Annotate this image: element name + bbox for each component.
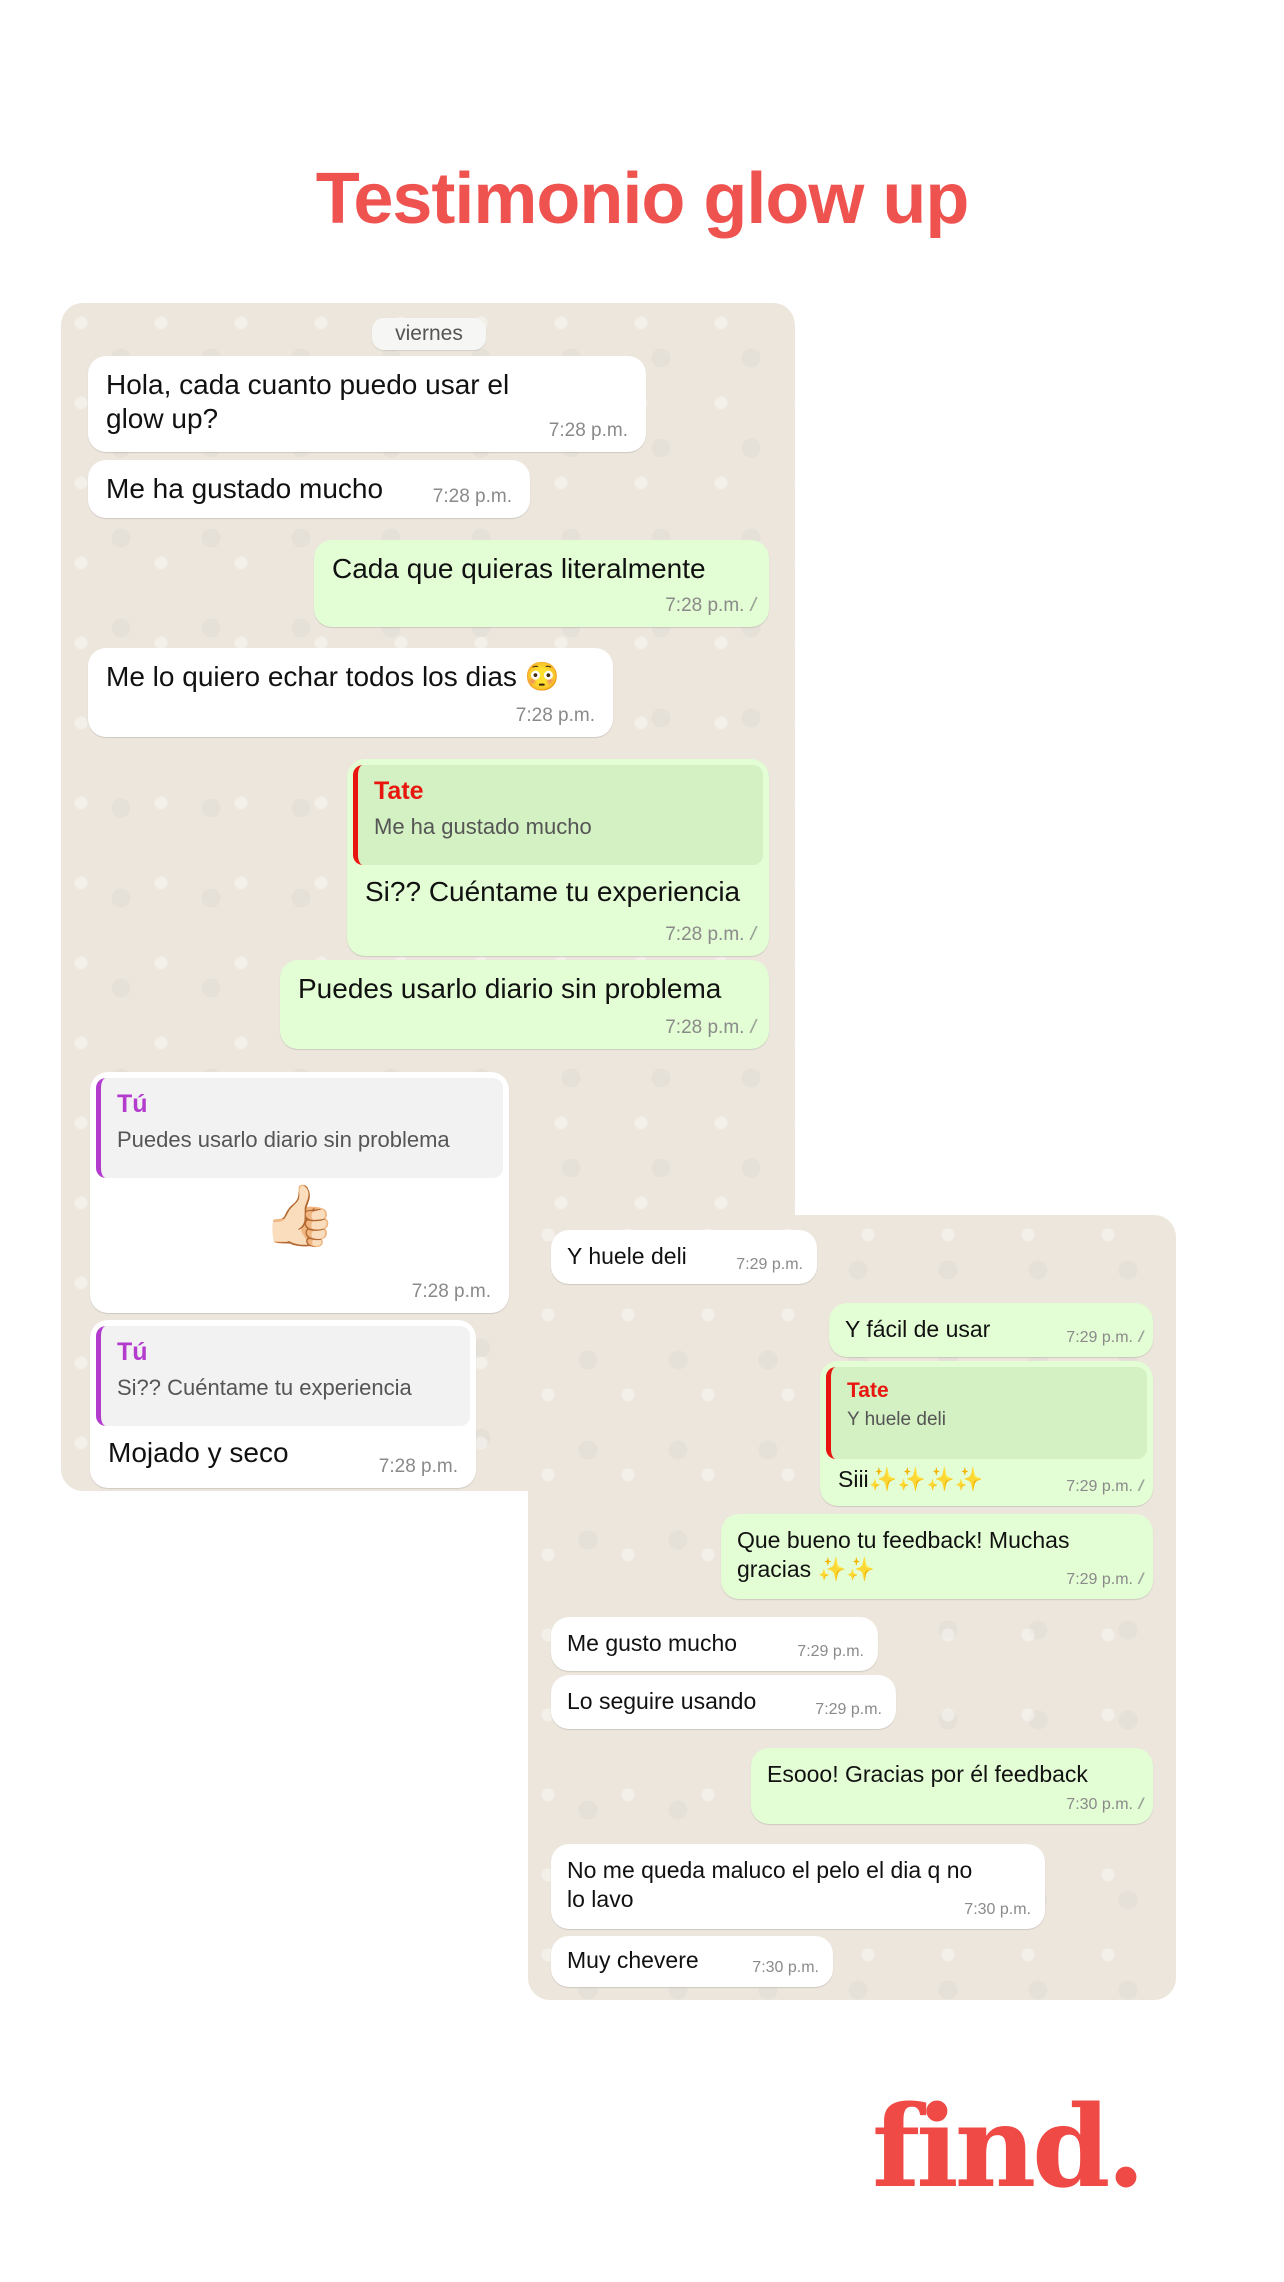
find-logo: find. xyxy=(872,2082,1145,2213)
message-text: No me queda maluco el pelo el dia q no l… xyxy=(567,1857,973,1912)
message-text: Si?? Cuéntame tu experiencia xyxy=(365,876,741,907)
message-time: 7:30 p.m. xyxy=(1066,1796,1133,1813)
double-check-icon: // xyxy=(750,595,753,616)
quote-author: Tate xyxy=(374,777,424,805)
quote-text: Puedes usarlo diario sin problema xyxy=(117,1127,450,1152)
message-text: Esooo! Gracias por él feedback xyxy=(767,1761,1088,1787)
message-outgoing[interactable]: Que bueno tu feedback! Muchas gracias ✨✨… xyxy=(721,1514,1153,1599)
message-time-wrap: 7:28 p.m.// xyxy=(665,924,754,946)
message-incoming[interactable]: Me gusto mucho 7:29 p.m. xyxy=(551,1617,878,1671)
message-time: 7:28 p.m. xyxy=(548,420,628,441)
message-incoming[interactable]: Me ha gustado mucho 7:28 p.m. xyxy=(88,460,530,518)
quoted-message[interactable]: Tate Y huele deli xyxy=(826,1367,1147,1459)
message-time-wrap: 7:28 p.m.// xyxy=(665,595,754,617)
message-time: 7:28 p.m. xyxy=(665,1017,745,1038)
quoted-message[interactable]: Tú Si?? Cuéntame tu experiencia xyxy=(96,1326,470,1426)
double-check-icon: // xyxy=(750,1017,753,1038)
message-time-wrap: 7:29 p.m.// xyxy=(1066,1478,1144,1496)
message-text: Me ha gustado mucho xyxy=(106,473,384,504)
message-text: Lo seguire usando xyxy=(567,1688,757,1714)
quoted-message[interactable]: Tú Puedes usarlo diario sin problema xyxy=(96,1078,503,1178)
message-time-wrap: 7:29 p.m.// xyxy=(1066,1329,1144,1347)
quote-author: Tate xyxy=(847,1379,889,1402)
message-outgoing[interactable]: Esooo! Gracias por él feedback 7:30 p.m.… xyxy=(751,1748,1153,1824)
quoted-message[interactable]: Tate Me ha gustado mucho xyxy=(353,765,763,865)
message-time: 7:30 p.m. xyxy=(752,1959,819,1976)
message-time: 7:28 p.m. xyxy=(515,705,595,726)
thumbs-up-icon: 👍🏻 xyxy=(262,1182,337,1249)
message-text: Hola, cada cuanto puedo usar el glow up? xyxy=(106,369,510,434)
message-time: 7:29 p.m. xyxy=(1066,1478,1133,1495)
message-time: 7:28 p.m. xyxy=(411,1281,491,1302)
message-outgoing-reply[interactable]: Tate Me ha gustado mucho Si?? Cuéntame t… xyxy=(347,759,769,956)
quote-text: Me ha gustado mucho xyxy=(374,814,592,839)
message-incoming[interactable]: Muy chevere 7:30 p.m. xyxy=(551,1936,833,1987)
message-outgoing-reply[interactable]: Tate Y huele deli Siii✨✨✨✨ 7:29 p.m.// xyxy=(820,1361,1153,1506)
message-time: 7:28 p.m. xyxy=(665,595,745,616)
quote-author: Tú xyxy=(117,1090,148,1118)
message-time: 7:30 p.m. xyxy=(964,1901,1031,1918)
message-outgoing[interactable]: Cada que quieras literalmente 7:28 p.m./… xyxy=(314,540,769,627)
message-time: 7:29 p.m. xyxy=(797,1643,864,1660)
message-text: Y fácil de usar xyxy=(845,1316,991,1342)
page-title: Testimonio glow up xyxy=(315,159,970,239)
message-text: Que bueno tu feedback! Muchas gracias ✨✨ xyxy=(737,1527,1070,1582)
message-text: Puedes usarlo diario sin problema xyxy=(298,973,722,1004)
message-text: Me lo quiero echar todos los dias 😳 xyxy=(106,661,560,692)
message-time: 7:29 p.m. xyxy=(1066,1329,1133,1346)
message-incoming[interactable]: No me queda maluco el pelo el dia q no l… xyxy=(551,1844,1045,1929)
message-time: 7:28 p.m. xyxy=(378,1456,458,1477)
date-separator: viernes xyxy=(372,318,486,350)
message-text: Mojado y seco xyxy=(108,1437,289,1468)
message-text: Siii✨✨✨✨ xyxy=(838,1466,984,1492)
message-time-wrap: 7:29 p.m.// xyxy=(1066,1571,1144,1589)
message-time: 7:29 p.m. xyxy=(1066,1571,1133,1588)
message-incoming[interactable]: Hola, cada cuanto puedo usar el glow up?… xyxy=(88,356,646,452)
message-incoming[interactable]: Me lo quiero echar todos los dias 😳 7:28… xyxy=(88,648,613,737)
message-incoming-reply[interactable]: Tú Puedes usarlo diario sin problema 👍🏻 … xyxy=(90,1072,509,1313)
message-outgoing[interactable]: Y fácil de usar 7:29 p.m.// xyxy=(829,1303,1153,1357)
quote-text: Y huele deli xyxy=(847,1409,946,1430)
message-incoming[interactable]: Y huele deli 7:29 p.m. xyxy=(551,1230,817,1284)
message-incoming-reply[interactable]: Tú Si?? Cuéntame tu experiencia Mojado y… xyxy=(90,1320,476,1488)
message-time-wrap: 7:30 p.m.// xyxy=(1066,1796,1144,1814)
message-text: Me gusto mucho xyxy=(567,1630,738,1656)
message-text: Y huele deli xyxy=(567,1243,687,1269)
message-outgoing[interactable]: Puedes usarlo diario sin problema 7:28 p… xyxy=(280,960,769,1049)
message-time: 7:28 p.m. xyxy=(665,924,745,945)
quote-text: Si?? Cuéntame tu experiencia xyxy=(117,1375,412,1400)
message-time: 7:29 p.m. xyxy=(736,1256,803,1273)
message-time: 7:28 p.m. xyxy=(432,486,512,507)
message-text: Cada que quieras literalmente xyxy=(332,553,706,584)
message-time-wrap: 7:28 p.m.// xyxy=(665,1017,754,1039)
quote-author: Tú xyxy=(117,1338,148,1366)
message-time: 7:29 p.m. xyxy=(815,1701,882,1718)
message-text: Muy chevere xyxy=(567,1947,699,1973)
double-check-icon: // xyxy=(750,924,753,945)
message-incoming[interactable]: Lo seguire usando 7:29 p.m. xyxy=(551,1675,896,1729)
